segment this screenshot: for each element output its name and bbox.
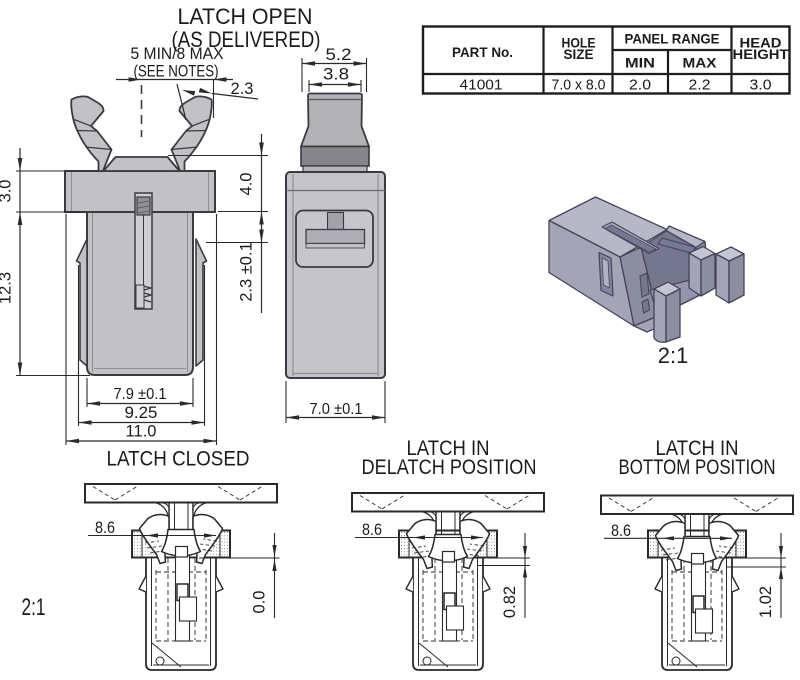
svg-text:2.3 ±0.1: 2.3 ±0.1 (238, 242, 256, 302)
svg-text:BOTTOM POSITION: BOTTOM POSITION (619, 456, 776, 479)
svg-text:1.02: 1.02 (757, 586, 775, 618)
svg-text:(AS DELIVERED): (AS DELIVERED) (172, 27, 321, 52)
svg-text:SIZE: SIZE (564, 46, 594, 62)
svg-text:7.0 ±0.1: 7.0 ±0.1 (310, 401, 363, 418)
svg-text:7.0 x 8.0: 7.0 x 8.0 (552, 78, 606, 94)
svg-text:2.0: 2.0 (629, 78, 651, 94)
svg-text:LATCH IN: LATCH IN (407, 437, 490, 460)
svg-text:HEIGHT: HEIGHT (733, 46, 789, 62)
svg-text:2:1: 2:1 (22, 594, 46, 621)
svg-text:PANEL RANGE: PANEL RANGE (625, 31, 720, 47)
svg-text:8.6: 8.6 (611, 522, 631, 540)
svg-text:4.0: 4.0 (238, 173, 256, 196)
svg-text:9.25: 9.25 (125, 404, 158, 422)
svg-text:DELATCH POSITION: DELATCH POSITION (362, 456, 537, 479)
svg-text:LATCH OPEN: LATCH OPEN (178, 4, 313, 29)
svg-text:2:1: 2:1 (658, 343, 689, 368)
svg-text:0.82: 0.82 (501, 586, 519, 618)
svg-text:3.0: 3.0 (0, 180, 15, 203)
svg-text:HOLE: HOLE (562, 35, 596, 51)
svg-text:5.2: 5.2 (326, 46, 352, 64)
svg-text:3.0: 3.0 (750, 78, 772, 94)
svg-text:HEAD: HEAD (740, 35, 782, 51)
svg-text:LATCH IN: LATCH IN (656, 437, 739, 460)
svg-text:PART No.: PART No. (452, 44, 513, 60)
svg-text:(SEE NOTES): (SEE NOTES) (134, 63, 219, 81)
svg-text:0.0: 0.0 (251, 591, 269, 614)
svg-text:2.3: 2.3 (231, 80, 254, 98)
svg-text:8.6: 8.6 (362, 521, 382, 539)
svg-text:5 MIN/8 MAX: 5 MIN/8 MAX (131, 45, 224, 63)
svg-text:11.0: 11.0 (126, 423, 157, 441)
svg-text:12.3: 12.3 (0, 272, 15, 304)
svg-text:41001: 41001 (460, 78, 503, 94)
svg-text:7.9 ±0.1: 7.9 ±0.1 (114, 386, 167, 403)
svg-text:LATCH CLOSED: LATCH CLOSED (107, 448, 250, 471)
svg-text:MAX: MAX (683, 55, 718, 71)
svg-text:MIN: MIN (625, 55, 655, 71)
svg-text:3.8: 3.8 (323, 66, 349, 84)
svg-text:2.2: 2.2 (689, 78, 711, 94)
svg-text:8.6: 8.6 (95, 519, 115, 537)
